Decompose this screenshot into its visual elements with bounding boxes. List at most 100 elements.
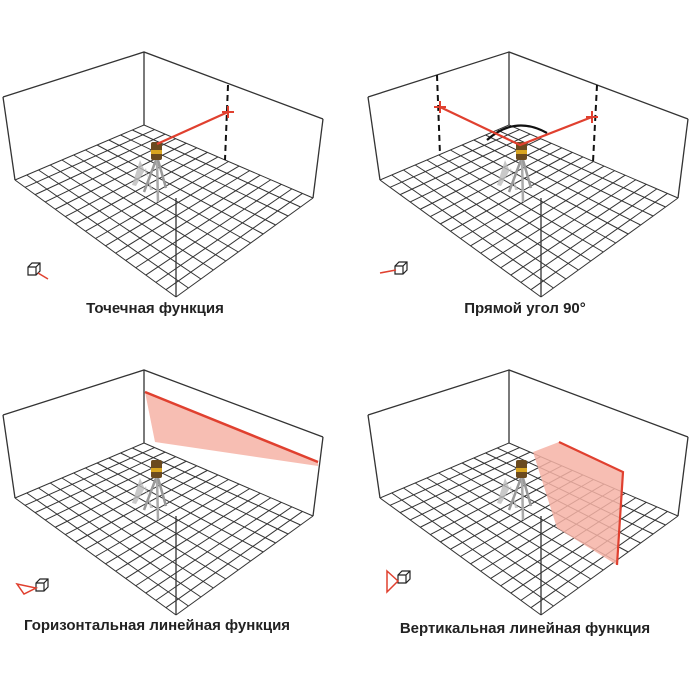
laser-beams xyxy=(439,106,593,147)
floor-grid-line xyxy=(115,170,250,254)
laser-level-band xyxy=(516,150,527,154)
floor-grid-line xyxy=(135,179,272,269)
dashed-wall-line xyxy=(592,84,598,163)
floor-grid-line xyxy=(399,133,531,196)
laser-direction-icon xyxy=(379,269,397,274)
caption-vertical-line: Вертикальная линейная функция xyxy=(399,620,651,637)
caption-right-angle: Прямой угол 90° xyxy=(464,300,586,317)
panel-horizontal-line xyxy=(2,369,324,616)
cube-icon xyxy=(35,578,49,592)
cube-icon xyxy=(397,570,411,584)
laser-point-cross-icon xyxy=(222,106,234,118)
floor-grid-line xyxy=(490,174,626,261)
floor-grid-line xyxy=(389,129,520,188)
room-vertical-edge xyxy=(367,414,381,499)
floor-grid-line xyxy=(175,197,314,298)
room-top-edge xyxy=(367,369,689,438)
tripod-leg xyxy=(155,159,160,203)
floor-grid-line xyxy=(105,165,240,247)
floor-grid-line xyxy=(399,451,531,514)
laser-level-tripod-icon xyxy=(497,142,533,203)
floor-grid-line xyxy=(430,465,563,536)
floor-grid-line xyxy=(470,165,605,247)
laser-beam xyxy=(156,110,229,146)
tripod-leg xyxy=(156,477,168,507)
right-angle-arc xyxy=(486,124,548,141)
panel-point-function xyxy=(2,51,324,298)
tripod-shadow xyxy=(497,478,518,508)
floor-grid-line xyxy=(75,151,208,225)
floor-grid-line xyxy=(95,479,229,557)
panel-right-angle xyxy=(367,51,689,298)
floor-grid-line xyxy=(125,492,261,579)
laser-level-tripod-icon xyxy=(497,460,533,521)
floor-grid-line xyxy=(85,156,219,232)
room-vertical-edge xyxy=(2,96,16,181)
floor-grid-line xyxy=(14,124,145,181)
caption-horizontal-line: Горизонтальная линейная функция xyxy=(23,617,291,634)
floor-grid-line xyxy=(135,497,272,587)
floor-grid-line xyxy=(500,179,637,269)
cube-icon xyxy=(394,261,408,275)
laser-plane-icon xyxy=(15,582,39,595)
tripod-leg xyxy=(156,159,168,189)
tripod-leg xyxy=(520,477,525,521)
floor-grid-line xyxy=(420,142,552,210)
floor-grid-line xyxy=(24,129,155,188)
laser-direction-icon xyxy=(37,272,49,280)
floor-grid-line xyxy=(155,188,293,283)
laser-level-band xyxy=(516,468,527,472)
floor-grid-line xyxy=(540,197,679,298)
vertical-laser-line xyxy=(558,441,625,566)
caption-point-function: Точечная функция xyxy=(86,300,224,317)
cube-icon xyxy=(27,262,41,276)
floor-grid-line xyxy=(95,161,229,239)
floor-grid-line xyxy=(480,170,615,254)
tripod-leg xyxy=(507,477,523,511)
floor-grid-line xyxy=(105,483,240,565)
room-vertical-edge xyxy=(367,96,381,181)
floor-grid-line xyxy=(510,183,647,276)
floor-grid-line xyxy=(65,465,198,536)
floor-grid-line xyxy=(540,515,679,616)
floor-grid-line xyxy=(34,133,166,196)
vertical-laser-plane xyxy=(533,442,623,565)
floor-grid-line xyxy=(379,124,510,181)
laser-level-tripod-icon xyxy=(132,142,168,203)
floor-grid-line xyxy=(530,511,668,609)
floor-grid-line xyxy=(175,515,314,616)
floor-grid-line xyxy=(440,151,573,225)
room-top-edge xyxy=(2,51,324,120)
tripod-shadow xyxy=(497,160,518,190)
floor-grid-line xyxy=(510,501,647,594)
floor-grid-line xyxy=(85,474,219,550)
dashed-wall-line xyxy=(224,84,229,161)
floor-grid-line xyxy=(34,451,166,514)
room-top-edge xyxy=(367,51,689,120)
floor-grid-line xyxy=(75,469,208,543)
laser-level-tripod-icon xyxy=(132,460,168,521)
floor-grid-line xyxy=(450,156,584,232)
panel-vertical-line xyxy=(367,369,689,616)
floor-grid-line xyxy=(145,501,282,594)
floor-grid-line xyxy=(420,460,552,528)
tripod-leg xyxy=(142,159,158,193)
floor-grid-line xyxy=(155,506,293,601)
floor-grid-line xyxy=(379,442,510,499)
tripod-leg xyxy=(155,477,160,521)
tripod-leg xyxy=(142,477,158,511)
floor-grid-line xyxy=(14,442,145,499)
tripod-shadow xyxy=(132,478,153,508)
tripod-leg xyxy=(521,477,533,507)
room-vertical-edge xyxy=(312,436,324,517)
floor-grid-line xyxy=(125,174,261,261)
floor-grid-line xyxy=(24,447,155,506)
laser-level-band xyxy=(151,150,162,154)
tripod-shadow xyxy=(132,160,153,190)
floor-grid-line xyxy=(530,193,668,291)
room-vertical-edge xyxy=(2,414,16,499)
room-vertical-edge xyxy=(312,118,324,199)
laser-level-band xyxy=(151,468,162,472)
floor-grid-line xyxy=(520,506,658,601)
